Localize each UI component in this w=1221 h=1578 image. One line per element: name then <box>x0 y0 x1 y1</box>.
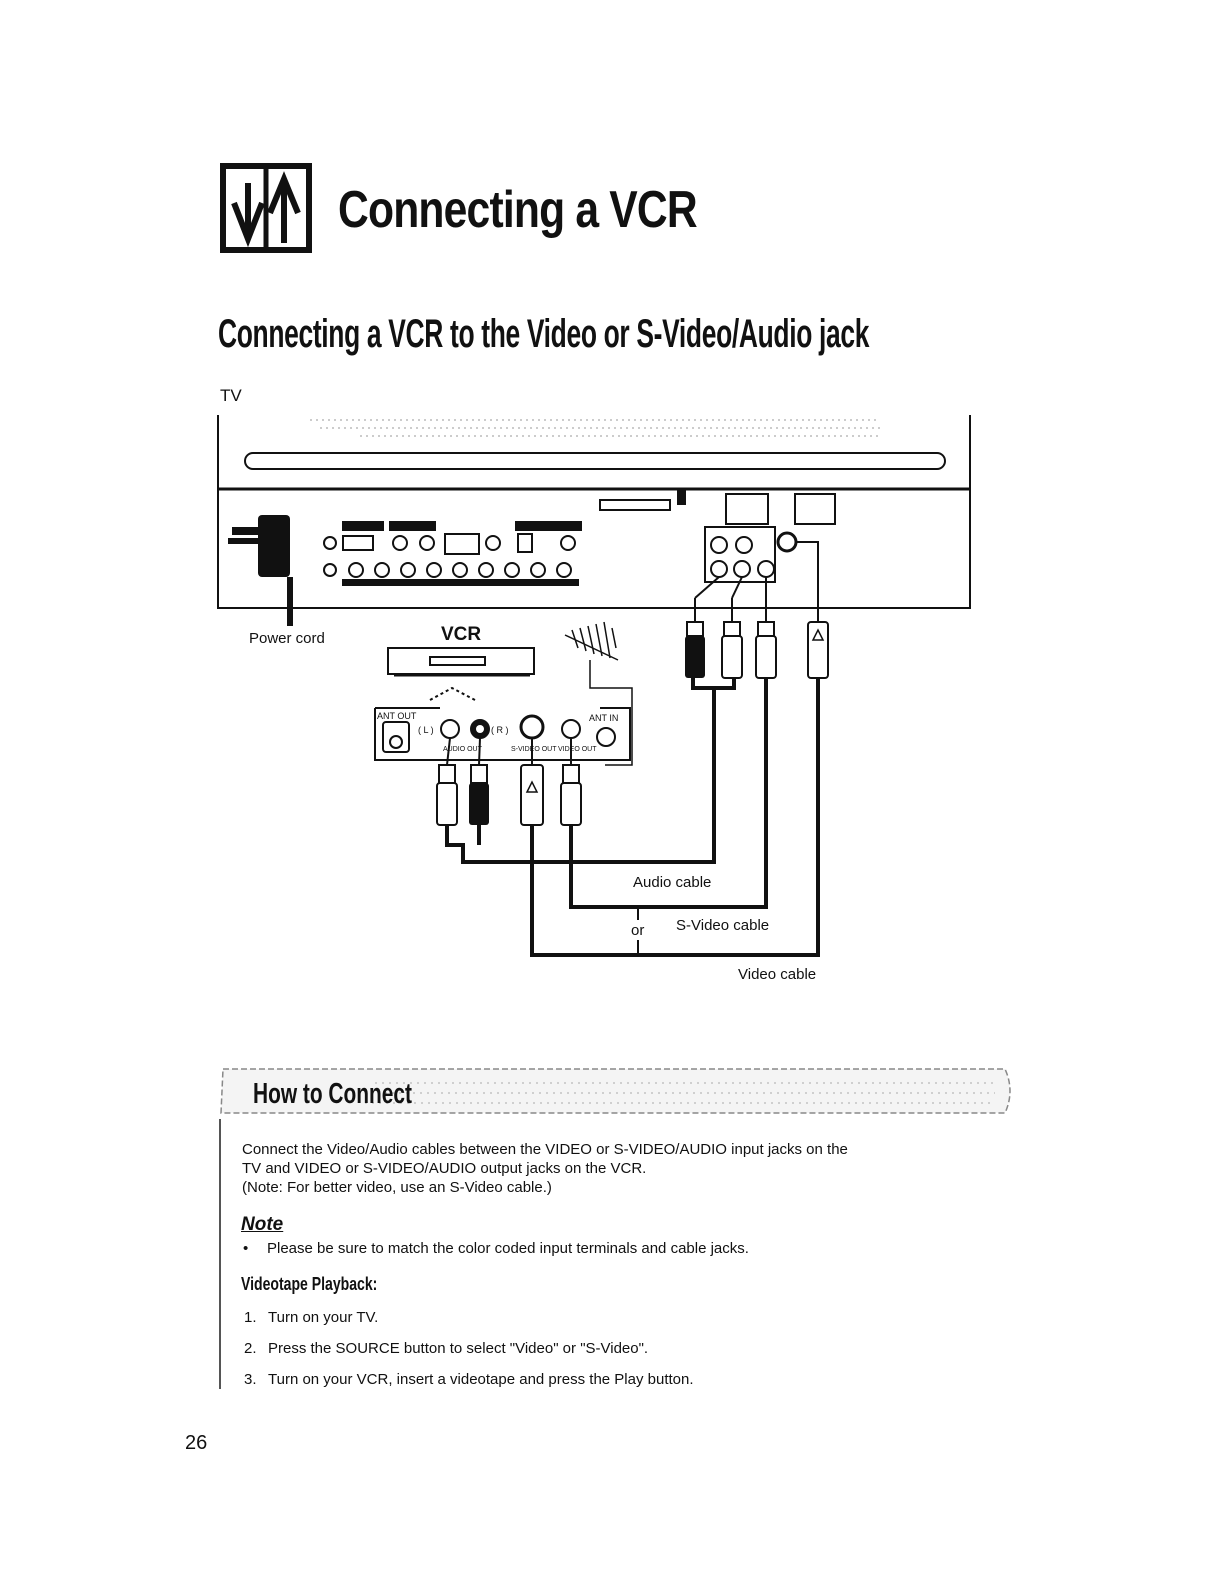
or-label: or <box>631 922 645 939</box>
vcr-video-out-label: VIDEO OUT <box>558 746 597 753</box>
connect-line-2: TV and VIDEO or S-VIDEO/AUDIO output jac… <box>242 1160 647 1177</box>
vcr-ant-in-label: ANT IN <box>589 713 618 723</box>
step-number: 3. <box>244 1371 257 1388</box>
antenna-icon <box>564 621 633 766</box>
page-number: 26 <box>185 1432 208 1454</box>
tv-av-input-jacks <box>704 493 836 583</box>
how-to-connect-banner <box>220 1068 1011 1114</box>
note-text: Please be sure to match the color coded … <box>267 1240 749 1257</box>
connect-line-1: Connect the Video/Audio cables between t… <box>242 1141 848 1158</box>
tv-label: TV <box>220 386 242 405</box>
vcr-label: VCR <box>441 624 482 645</box>
step-text: Turn on your TV. <box>268 1309 379 1326</box>
vcr-ant-out-label: ANT OUT <box>377 711 417 721</box>
vcr-right-label: ( R ) <box>491 725 509 735</box>
step-number: 2. <box>244 1340 257 1357</box>
vcr-svideo-out-label: S-VIDEO OUT <box>511 746 557 753</box>
tv-body <box>217 415 971 609</box>
connect-line-3: (Note: For better video, use an S-Video … <box>242 1179 552 1196</box>
tv-back-panel-jacks <box>323 489 686 586</box>
tv-grille <box>310 419 880 437</box>
step-text: Press the SOURCE button to select "Video… <box>268 1340 649 1357</box>
playback-step: 3. Turn on your VCR, insert a videotape a… <box>244 1370 694 1389</box>
vcr-audio-out-label: AUDIO OUT <box>443 746 483 753</box>
step-text: Turn on your VCR, insert a videotape and… <box>268 1371 694 1388</box>
step-number: 1. <box>244 1309 257 1326</box>
video-cable <box>569 678 768 909</box>
video-cable-label: Video cable <box>738 966 817 983</box>
tv-cable-plugs <box>685 621 829 679</box>
power-cord-plug <box>228 515 293 626</box>
playback-step: 1. Turn on your TV. <box>244 1308 378 1327</box>
vcr-cable-plugs <box>436 764 582 826</box>
playback-step: 2. Press the SOURCE button to select "Vid… <box>244 1339 648 1358</box>
vcr-back-panel <box>374 686 631 761</box>
vcr-cables <box>446 737 572 766</box>
note-title: Note <box>241 1214 284 1235</box>
tv-cables <box>694 541 819 622</box>
vcr-left-label: ( L ) <box>418 725 434 735</box>
svideo-cable <box>530 678 820 957</box>
power-cord-label: Power cord <box>249 630 325 647</box>
vcr-unit <box>387 647 535 677</box>
connection-diagram: ANT OUT ( L ) ( R ) ANT IN AUDIO OUT S-V… <box>217 415 971 957</box>
audio-cable-label: Audio cable <box>633 874 712 891</box>
audio-cable <box>445 678 736 864</box>
note-bullet: • <box>243 1240 249 1257</box>
connect-instructions: Connect the Video/Audio cables between t… <box>242 1140 982 1197</box>
playback-title: Videotape Playback: <box>241 1274 378 1294</box>
svideo-cable-label: S-Video cable <box>676 917 770 934</box>
how-to-connect-title: How to Connect <box>253 1078 412 1110</box>
section-title: Connecting a VCR to the Video or S-Video… <box>218 312 870 356</box>
section-divider <box>219 1119 221 1389</box>
connection-arrows-icon <box>220 163 312 253</box>
page-title: Connecting a VCR <box>338 181 698 239</box>
